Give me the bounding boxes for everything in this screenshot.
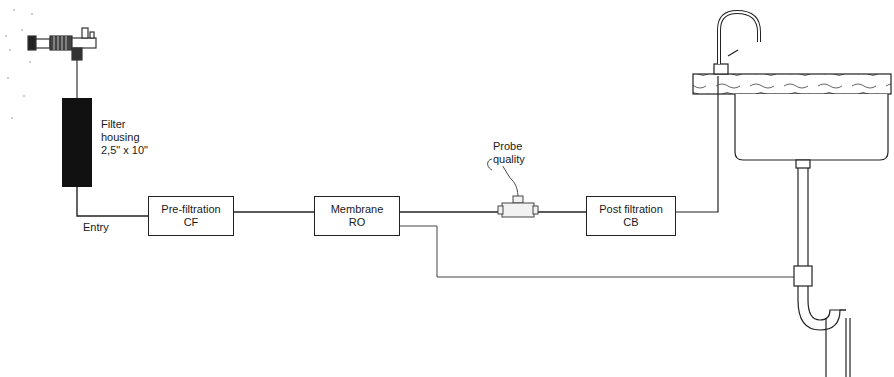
counter-top: [693, 74, 891, 94]
box-label: Pre-filtration CF: [154, 203, 228, 229]
probe-tee: [488, 159, 538, 217]
port-label: Entry: [82, 221, 124, 234]
filter-housing: Filter housing 2,5" x 10": [62, 98, 92, 187]
box-label: Membrane RO: [328, 203, 386, 229]
probe-label: Probe quality: [492, 140, 540, 166]
process-box: Pre-filtration CF: [148, 196, 234, 236]
pipe-connector: [400, 211, 586, 212]
process-box: Membrane RO: [314, 196, 400, 236]
drain-trap: [794, 160, 850, 377]
box-label: Post filtration CB: [592, 203, 670, 229]
process-box: Post filtration CB: [586, 196, 676, 236]
faucet: [714, 12, 759, 74]
pipe-connector: [77, 187, 148, 216]
sink-bowl: [735, 94, 888, 160]
faucet-feed-line: [676, 76, 718, 212]
part-label: Filter housing 2,5" x 10": [101, 118, 159, 158]
pipe-connector: [234, 211, 314, 212]
